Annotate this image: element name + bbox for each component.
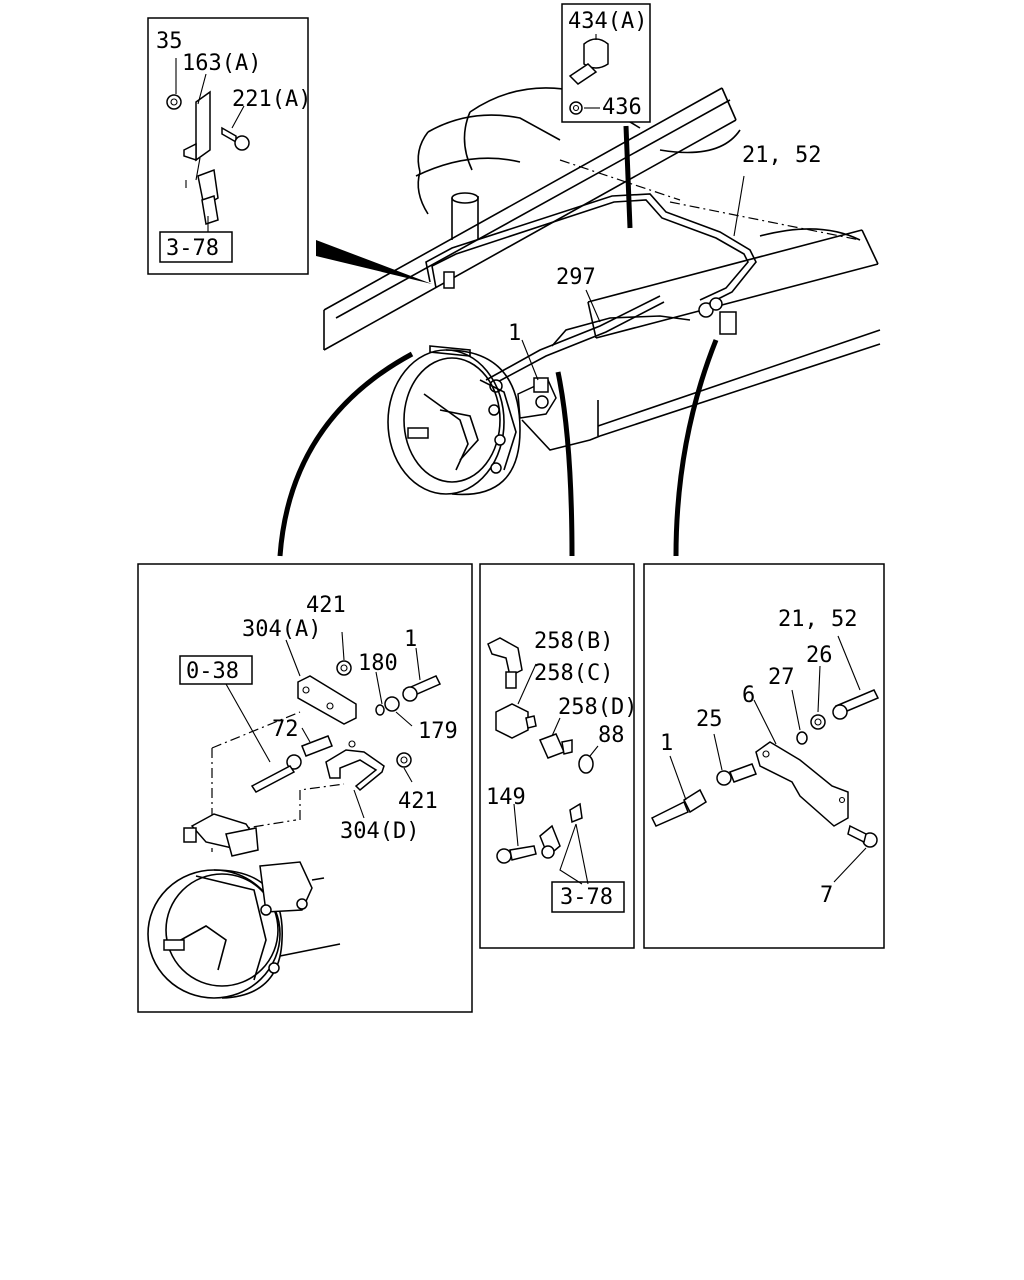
callout-arc-right	[673, 339, 719, 557]
pipe-clip-left	[443, 271, 455, 289]
label-304a: 304(A)	[242, 617, 321, 642]
flex-hose-drawing	[485, 295, 691, 387]
detail-panel-bottom-right: 21, 52 26 27 6 25 1 7	[643, 563, 885, 949]
label-1-right: 1	[660, 731, 673, 756]
nut-421-bottom-drawing	[396, 752, 412, 768]
label-6: 6	[742, 683, 755, 708]
nut-179-drawing	[384, 696, 400, 712]
label-421-top: 421	[306, 593, 346, 618]
label-ref-0-38[interactable]: 0-38	[186, 659, 239, 684]
pipe-clip-right	[719, 311, 737, 335]
bolt-7-drawing	[847, 824, 878, 848]
nut-421-top-drawing	[336, 660, 352, 676]
leader-2152	[733, 175, 745, 237]
hose-1-right-drawing	[650, 788, 707, 827]
callout-arc-left	[277, 351, 414, 557]
hose-1-drawing	[402, 675, 442, 702]
leader-1	[521, 339, 539, 381]
label-1-left: 1	[404, 627, 417, 652]
label-304d: 304(D)	[340, 819, 419, 844]
label-27: 27	[768, 665, 795, 690]
elbow-258b-drawing	[487, 637, 523, 689]
label-ref-3-78-top[interactable]: 3-78	[166, 236, 219, 261]
reference-box-3-78-middle[interactable]	[551, 881, 625, 913]
label-25: 25	[696, 707, 723, 732]
detail-panel-top-right: 434(A) 436	[561, 3, 651, 123]
nut-436-drawing	[569, 101, 583, 115]
brake-pipe-drawing	[425, 193, 757, 307]
label-163a: 163(A)	[182, 51, 261, 76]
nut-258d-drawing	[538, 733, 573, 759]
clip-drawing-middle	[539, 802, 583, 859]
main-bracket-drawing	[489, 377, 557, 419]
label-21-52-main: 21, 52	[742, 143, 821, 168]
bolt-149-drawing	[496, 845, 537, 864]
detail-panel-top-left: 35 163(A) 221(A) 3-78	[147, 17, 311, 275]
bolt-221a-drawing	[221, 126, 250, 151]
main-assembly-drawing: 21, 52 297 1	[323, 87, 881, 496]
washer-180-drawing	[375, 704, 385, 716]
pipe-fitting-2	[709, 297, 723, 311]
frame-rail-upper	[323, 87, 741, 351]
reference-box-3-78-top[interactable]	[159, 231, 233, 263]
label-26: 26	[806, 643, 833, 668]
clamp-434a-drawing	[568, 38, 609, 85]
leader-297	[585, 289, 601, 323]
bracket-6-drawing	[755, 741, 849, 827]
label-88: 88	[598, 723, 625, 748]
label-258b: 258(B)	[534, 629, 613, 654]
union-72-drawing	[250, 735, 333, 793]
label-72: 72	[272, 717, 299, 742]
cross-member-outline-2	[559, 159, 681, 201]
bracket-304a-drawing	[297, 675, 357, 725]
label-258d: 258(D)	[558, 695, 637, 720]
nut-35-drawing	[166, 94, 182, 110]
label-436: 436	[602, 95, 642, 120]
label-7: 7	[820, 883, 833, 908]
frame-rail-lower	[587, 228, 881, 437]
label-ref-3-78-middle[interactable]: 3-78	[560, 885, 613, 910]
label-1-main: 1	[508, 321, 521, 346]
bracket-163a-drawing	[183, 90, 211, 162]
label-258c: 258(C)	[534, 661, 613, 686]
bracket-304d-drawing	[325, 740, 385, 792]
detail-panel-bottom-middle: 258(B) 258(C) 258(D) 88 149 3-78	[479, 563, 637, 949]
brake-drum-detail-drawing	[147, 813, 341, 999]
callout-wedge-top-right	[623, 125, 633, 229]
label-421-bottom: 421	[398, 789, 438, 814]
reference-box-0-38[interactable]	[179, 655, 253, 685]
cross-member-outline	[669, 201, 861, 241]
label-35: 35	[156, 29, 183, 54]
callout-wedge-top-left	[316, 240, 432, 284]
label-297-main: 297	[556, 265, 596, 290]
brake-drum-drawing	[387, 345, 601, 496]
washer-88-drawing	[578, 754, 594, 774]
clip-drawing	[197, 168, 219, 225]
label-221a: 221(A)	[232, 87, 311, 112]
label-180: 180	[358, 651, 398, 676]
callout-arc-middle	[555, 371, 575, 557]
pipe-2152-drawing	[832, 689, 880, 720]
label-179: 179	[418, 719, 458, 744]
tee-258c-drawing	[495, 703, 537, 739]
label-21-52-right: 21, 52	[778, 607, 857, 632]
label-434a: 434(A)	[568, 9, 647, 34]
washer-27-drawing	[796, 731, 808, 745]
detail-panel-bottom-left: 421 304(A) 180 1 0-38 72 179 421 304(D)	[137, 563, 473, 1013]
label-149: 149	[486, 785, 526, 810]
nut-26-drawing	[810, 714, 826, 730]
union-25-drawing	[716, 763, 757, 786]
